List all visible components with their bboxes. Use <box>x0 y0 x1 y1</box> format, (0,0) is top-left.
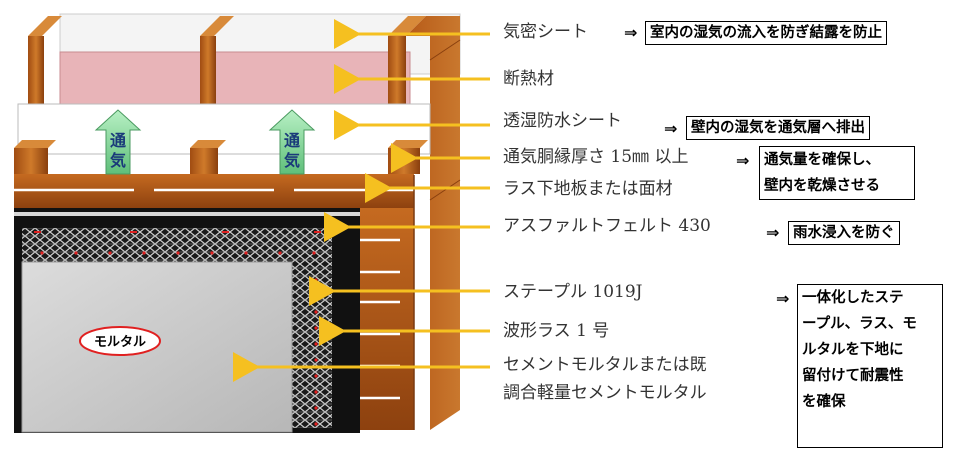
staple-dot <box>210 251 214 255</box>
pointer-arrows <box>233 19 490 382</box>
staple-dot <box>176 251 180 255</box>
staple-dot <box>314 406 318 410</box>
staple-dot <box>108 251 112 255</box>
vent-arrow-2: 通 気 <box>268 109 316 175</box>
staple-dot <box>314 342 318 346</box>
staple-dot <box>314 358 318 362</box>
vent-char-1: 通 <box>110 131 126 150</box>
staple-dot <box>314 294 318 298</box>
staple-dot <box>314 374 318 378</box>
note-asphalt: 雨水浸入を防ぐ <box>788 221 900 245</box>
mortar-tag: モルタル <box>79 326 161 356</box>
note-integration-line-3: ルタルを下地に <box>802 342 904 358</box>
staple-dot <box>314 310 318 314</box>
arrow-symbol-furring: ⇒ <box>736 151 750 170</box>
staple-dot <box>314 326 318 330</box>
staple-dot <box>74 251 78 255</box>
label-staple: ステープル 1019J <box>503 282 643 302</box>
staple-dash <box>222 231 229 233</box>
note-integration-line-5: を確保 <box>802 394 846 410</box>
vent-arrow-1: 通 気 <box>94 109 142 175</box>
staple-dash <box>130 231 137 233</box>
label-asphalt-felt: アスファルトフェルト 430 <box>503 216 711 236</box>
note-furring-line-2: 壁内を乾燥させる <box>764 178 880 194</box>
label-furring: 通気胴縁厚さ 15㎜ 以上 <box>503 147 689 167</box>
vent-char-4: 気 <box>284 151 300 170</box>
staple-dot <box>314 390 318 394</box>
staple-dot <box>314 422 318 426</box>
note-integration-line-4: 留付けて耐震性 <box>802 368 904 384</box>
corrugated-lath-layer <box>22 228 332 428</box>
staple-dot <box>244 251 248 255</box>
staple-dot <box>142 251 146 255</box>
staple-dot <box>40 251 44 255</box>
vent-char-3: 通 <box>284 131 300 150</box>
note-integration: 一体化したステ ープル、ラス、モ ルタルを下地に 留付けて耐震性 を確保 <box>797 284 943 448</box>
label-corrugated-lath: 波形ラス 1 号 <box>503 321 610 341</box>
staple-marks <box>34 231 321 426</box>
arrow-symbol-integration: ⇒ <box>776 289 790 308</box>
staple-dash <box>34 231 41 233</box>
frame-side-edge <box>406 16 461 430</box>
label-lath-board: ラス下地板または面材 <box>503 179 673 199</box>
note-furring-line-1: 通気量を確保し、 <box>764 152 880 168</box>
staple-dot <box>278 251 282 255</box>
note-airtight: 室内の湿気の流入を防ぎ結露を防止 <box>645 21 887 45</box>
mortar-tag-label: モルタル <box>94 335 146 350</box>
staple-dash <box>314 231 321 233</box>
label-breathable-sheet: 透湿防水シート <box>503 111 622 131</box>
label-insulation: 断熱材 <box>503 69 554 89</box>
note-furring: 通気量を確保し、 壁内を乾燥させる <box>759 146 915 200</box>
note-integration-line-2: ープル、ラス、モ <box>802 316 917 332</box>
vent-char-2: 気 <box>110 151 126 170</box>
staple-dot <box>314 278 318 282</box>
arrow-symbol-asphalt: ⇒ <box>766 223 780 242</box>
breathable-sheet-layer <box>17 103 431 155</box>
label-cement-mortar-2: 調合軽量セメントモルタル <box>503 383 707 403</box>
arrow-symbol-airtight: ⇒ <box>624 23 638 42</box>
arrow-symbol-breathable: ⇒ <box>664 119 678 138</box>
note-breathable: 壁内の湿気を通気層へ排出 <box>686 116 870 140</box>
lath-boards <box>14 174 415 430</box>
label-cement-mortar-1: セメントモルタルまたは既 <box>503 355 707 375</box>
stud-frames <box>28 16 426 116</box>
staple-dot <box>312 251 316 255</box>
label-airtight-sheet: 気密シート <box>503 22 588 42</box>
note-integration-line-1: 一体化したステ <box>802 290 904 306</box>
